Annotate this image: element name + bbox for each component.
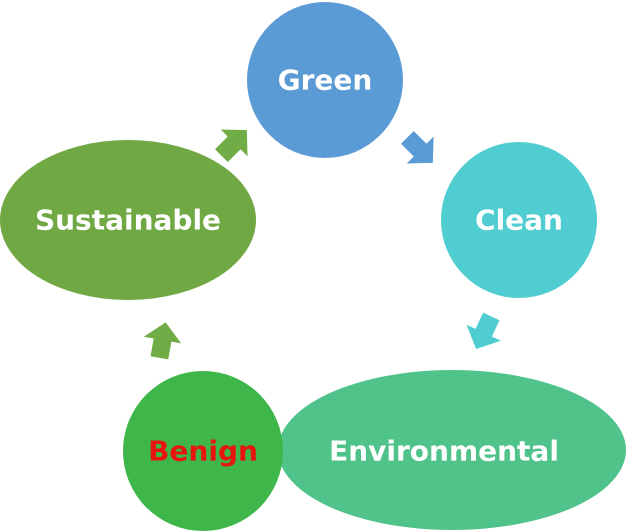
arrow-green-to-clean: [401, 131, 434, 164]
node-clean: Clean: [441, 142, 597, 298]
arrow-benign-to-sustainable: [143, 322, 182, 360]
node-sustainable-label: Sustainable: [35, 204, 221, 237]
node-clean-label: Clean: [475, 204, 563, 237]
arrow-sustainable-to-green-shape: [215, 129, 248, 162]
arrow-green-to-clean-shape: [401, 131, 434, 164]
node-sustainable-shape: [0, 140, 256, 300]
node-sustainable: Sustainable: [0, 140, 256, 300]
node-green-label: Green: [278, 64, 373, 97]
node-green-shape: [247, 2, 403, 158]
node-environmental-label: Environmental: [329, 435, 559, 468]
arrow-sustainable-to-green: [215, 129, 248, 162]
node-environmental-shape: [278, 370, 626, 530]
arrow-clean-to-environmental: [466, 312, 501, 350]
node-environmental: Environmental: [278, 370, 626, 530]
node-benign-label: Benign: [148, 435, 258, 468]
node-clean-shape: [441, 142, 597, 298]
node-benign: Benign: [123, 371, 283, 531]
node-benign-shape: [123, 371, 283, 531]
node-green: Green: [247, 2, 403, 158]
arrow-clean-to-environmental-shape: [466, 312, 501, 350]
arrow-benign-to-sustainable-shape: [143, 322, 182, 360]
